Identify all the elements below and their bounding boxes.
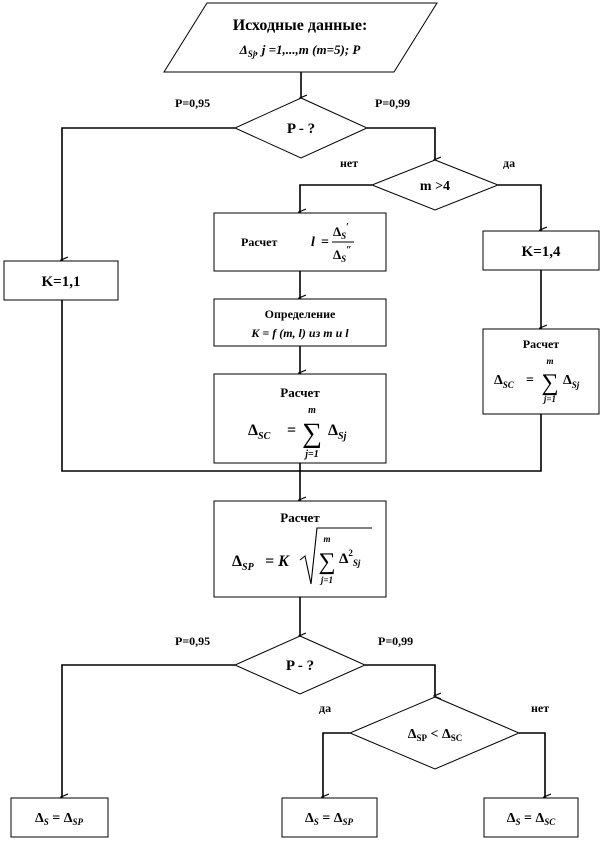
calc-sp-sum-top: m: [323, 534, 330, 544]
connector-decision2-k14: [498, 184, 541, 230]
decision-p-1: P - ? P=0,95 P=0,99: [175, 96, 410, 159]
calc-sc-middle-lhs: ΔSC: [248, 422, 271, 442]
calc-l-variable: l: [311, 235, 315, 250]
calc-sp-sum-sign: ∑: [318, 549, 335, 575]
output-left-label: ΔS = ΔSP: [35, 811, 84, 827]
decision-p-2-right-label: P=0,99: [378, 634, 413, 648]
calc-sp-eq: = K: [265, 553, 290, 570]
calc-l-word: Расчет: [241, 235, 278, 249]
output-right-block: ΔS = ΔSC: [483, 797, 579, 838]
calc-sc-right-lhs: ΔSC: [494, 373, 515, 390]
calc-sc-middle-word: Расчет: [280, 385, 320, 400]
calc-sc-right-rhs: ΔSj: [563, 373, 580, 390]
calc-sc-middle-block: Расчет ΔSC = m ∑ j=1 ΔSj: [213, 373, 387, 464]
calc-sp-block: Расчет ΔSP = K m ∑ j=1 Δ2Sj: [213, 500, 387, 598]
calc-l-block: Расчет l = ΔS′ ΔS″: [213, 212, 387, 272]
calc-sc-right-eq: =: [526, 373, 534, 388]
calc-l-denominator: ΔS″: [333, 245, 352, 264]
calc-sp-lhs: ΔSP: [232, 553, 255, 573]
k14-block: K=1,4: [482, 230, 600, 271]
decision-m: m >4 нет да: [340, 156, 515, 211]
connector-decision4-out-right: [519, 732, 545, 797]
calc-sc-right-sum-bottom: j=1: [542, 394, 556, 404]
input-title: Исходные данные:: [233, 17, 368, 34]
connector-calc-sc-right-merge: [300, 414, 542, 472]
decision-p-1-left-label: P=0,95: [175, 96, 210, 110]
decision-p-1-right-label: P=0,99: [375, 96, 410, 110]
decision-compare: ΔSP < ΔSC да нет: [319, 696, 549, 770]
connector-decision1-decision2: [367, 127, 435, 160]
calc-sp-word: Расчет: [280, 510, 320, 525]
calc-sc-right-block: Расчет ΔSC = m ∑ j=1 ΔSj: [482, 328, 600, 415]
calc-sc-middle-sum-sign: ∑: [302, 418, 322, 449]
output-middle-block: ΔS = ΔSP: [281, 797, 378, 838]
decision-compare-left-label: да: [319, 701, 331, 715]
calc-sp-sum-bottom: j=1: [319, 575, 333, 585]
k11-label: K=1,1: [42, 274, 81, 290]
calc-sc-right-word: Расчет: [523, 337, 560, 351]
calc-l-eq: =: [321, 235, 329, 250]
k14-label: K=1,4: [522, 244, 561, 260]
determine-formula: K = f (m, l) из m и l: [250, 326, 349, 340]
connector-decision3-decision4: [365, 664, 435, 696]
k11-block: K=1,1: [3, 260, 119, 301]
decision-m-right-label: да: [503, 156, 515, 170]
decision-m-label: m >4: [420, 179, 450, 194]
calc-sc-middle-rhs: ΔSj: [328, 422, 347, 442]
output-middle-label: ΔS = ΔSP: [305, 811, 354, 827]
connector-decision4-out-mid: [323, 732, 350, 797]
calc-sp-rhs: Δ2Sj: [339, 548, 361, 568]
decision-p-1-label: P - ?: [287, 121, 315, 137]
calc-sp-sqrt-sign: [299, 527, 372, 585]
connector-decision3-out-left: [62, 664, 235, 797]
decision-p-2-left-label: P=0,95: [175, 634, 210, 648]
input-params: ΔSj, j =1,...,m (m=5); P: [239, 42, 362, 59]
connector-decision1-k11: [62, 127, 235, 260]
output-right-label: ΔS = ΔSC: [507, 811, 557, 827]
decision-m-left-label: нет: [340, 156, 358, 170]
connector-k11-merge: [61, 300, 300, 472]
determine-k-block: Определение K = f (m, l) из m и l: [213, 298, 387, 347]
calc-sc-middle-eq: =: [287, 422, 296, 439]
calc-sc-middle-sum-bottom: j=1: [303, 449, 318, 460]
determine-title: Определение: [265, 307, 336, 321]
calc-sc-right-sum-top: m: [546, 356, 553, 366]
input-block: Исходные данные: ΔSj, j =1,...,m (m=5); …: [163, 2, 438, 73]
connector-decision2-calc-l: [300, 184, 372, 212]
decision-compare-right-label: нет: [531, 701, 549, 715]
connectors: [62, 72, 545, 797]
decision-compare-label: ΔSP < ΔSC: [408, 727, 463, 743]
calc-sc-middle-sum-top: m: [308, 405, 316, 416]
calc-sc-right-sum-sign: ∑: [541, 370, 558, 396]
calc-l-numerator: ΔS′: [333, 222, 349, 241]
decision-p-2: P - ? P=0,95 P=0,99: [175, 634, 413, 695]
decision-p-2-label: P - ?: [286, 658, 314, 674]
output-left-block: ΔS = ΔSP: [10, 797, 109, 838]
